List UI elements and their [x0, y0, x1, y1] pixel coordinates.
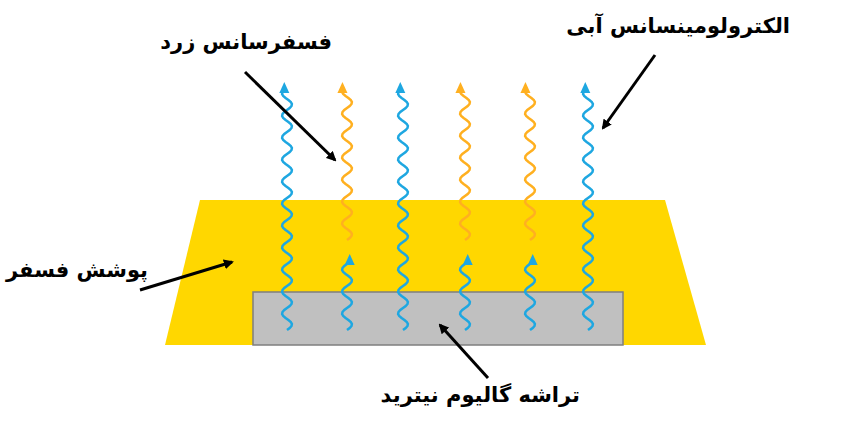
callout-label: فسفرسانس زرد: [160, 30, 332, 55]
light-wave: [342, 90, 352, 240]
wave-arrowhead: [580, 82, 590, 93]
leader-line: [603, 55, 655, 128]
light-wave: [460, 262, 470, 330]
wave-arrowhead: [279, 82, 289, 93]
leader-line: [245, 72, 335, 160]
wave-arrowhead: [345, 254, 355, 265]
light-wave: [525, 262, 535, 330]
wave-arrowhead: [455, 82, 465, 93]
callout-label: الکترولومینسانس آبی: [566, 14, 790, 39]
phosphor-coating: [165, 200, 706, 345]
gan-chip: [253, 292, 623, 345]
light-wave: [282, 90, 292, 330]
light-wave: [342, 262, 352, 330]
light-wave: [398, 90, 408, 330]
wave-arrowhead: [395, 82, 405, 93]
light-wave: [460, 90, 470, 240]
leader-line: [140, 262, 232, 290]
light-wave: [583, 90, 593, 330]
light-wave: [525, 90, 535, 240]
wave-arrowhead: [463, 254, 473, 265]
wave-arrowhead: [337, 82, 347, 93]
wave-arrowhead: [520, 82, 530, 93]
wave-arrowhead: [528, 254, 538, 265]
light-waves: [279, 82, 593, 330]
leader-line: [440, 325, 488, 378]
callout-label: پوشش فسفر: [6, 258, 148, 283]
callout-label: تراشه گالیوم نیترید: [381, 383, 580, 408]
